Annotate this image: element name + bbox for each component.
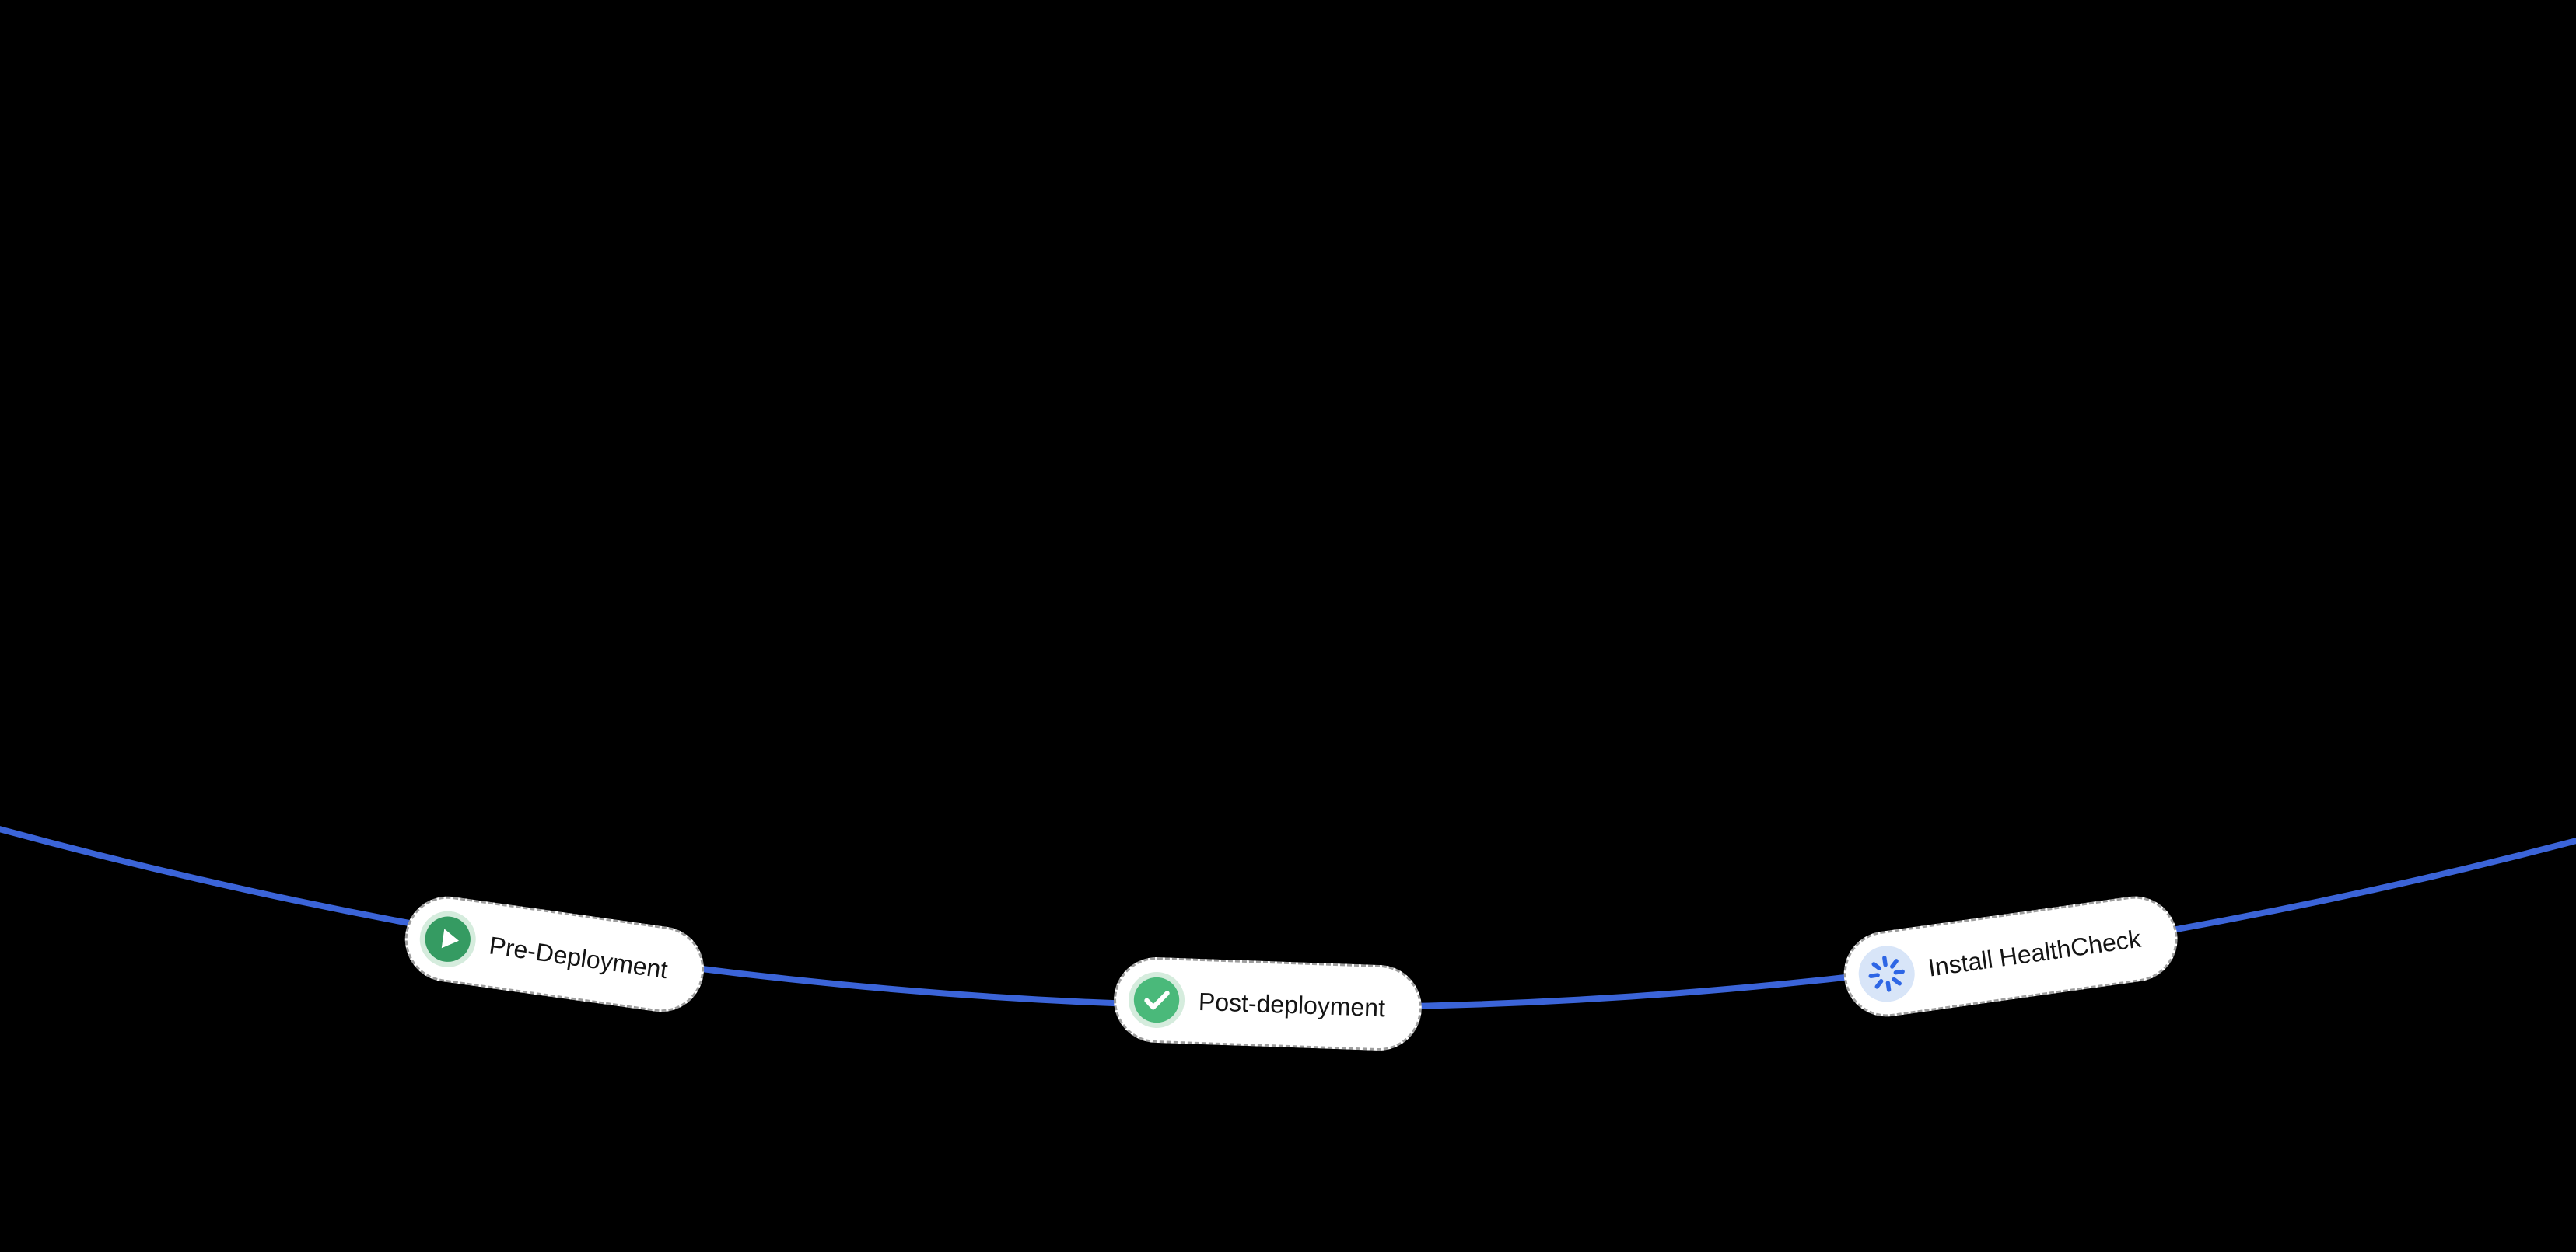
check-icon	[1128, 971, 1185, 1029]
check-icon-circle	[1133, 977, 1180, 1023]
node-label: Pre-Deployment	[487, 931, 670, 984]
play-icon-triangle	[441, 929, 460, 949]
node-label: Install HealthCheck	[1926, 924, 2143, 982]
spinner-icon-circle	[1858, 946, 1915, 1002]
spinner-icon	[1855, 942, 1918, 1005]
node-pre-deployment[interactable]: Pre-Deployment	[399, 890, 710, 1018]
play-icon	[416, 908, 479, 970]
spinner-icon-rays	[1868, 956, 1905, 992]
node-install-healthcheck[interactable]: Install HealthCheck	[1838, 890, 2183, 1023]
check-icon-mark	[1144, 991, 1170, 1010]
node-post-deployment[interactable]: Post-deployment	[1112, 956, 1423, 1052]
node-label: Post-deployment	[1198, 987, 1386, 1023]
